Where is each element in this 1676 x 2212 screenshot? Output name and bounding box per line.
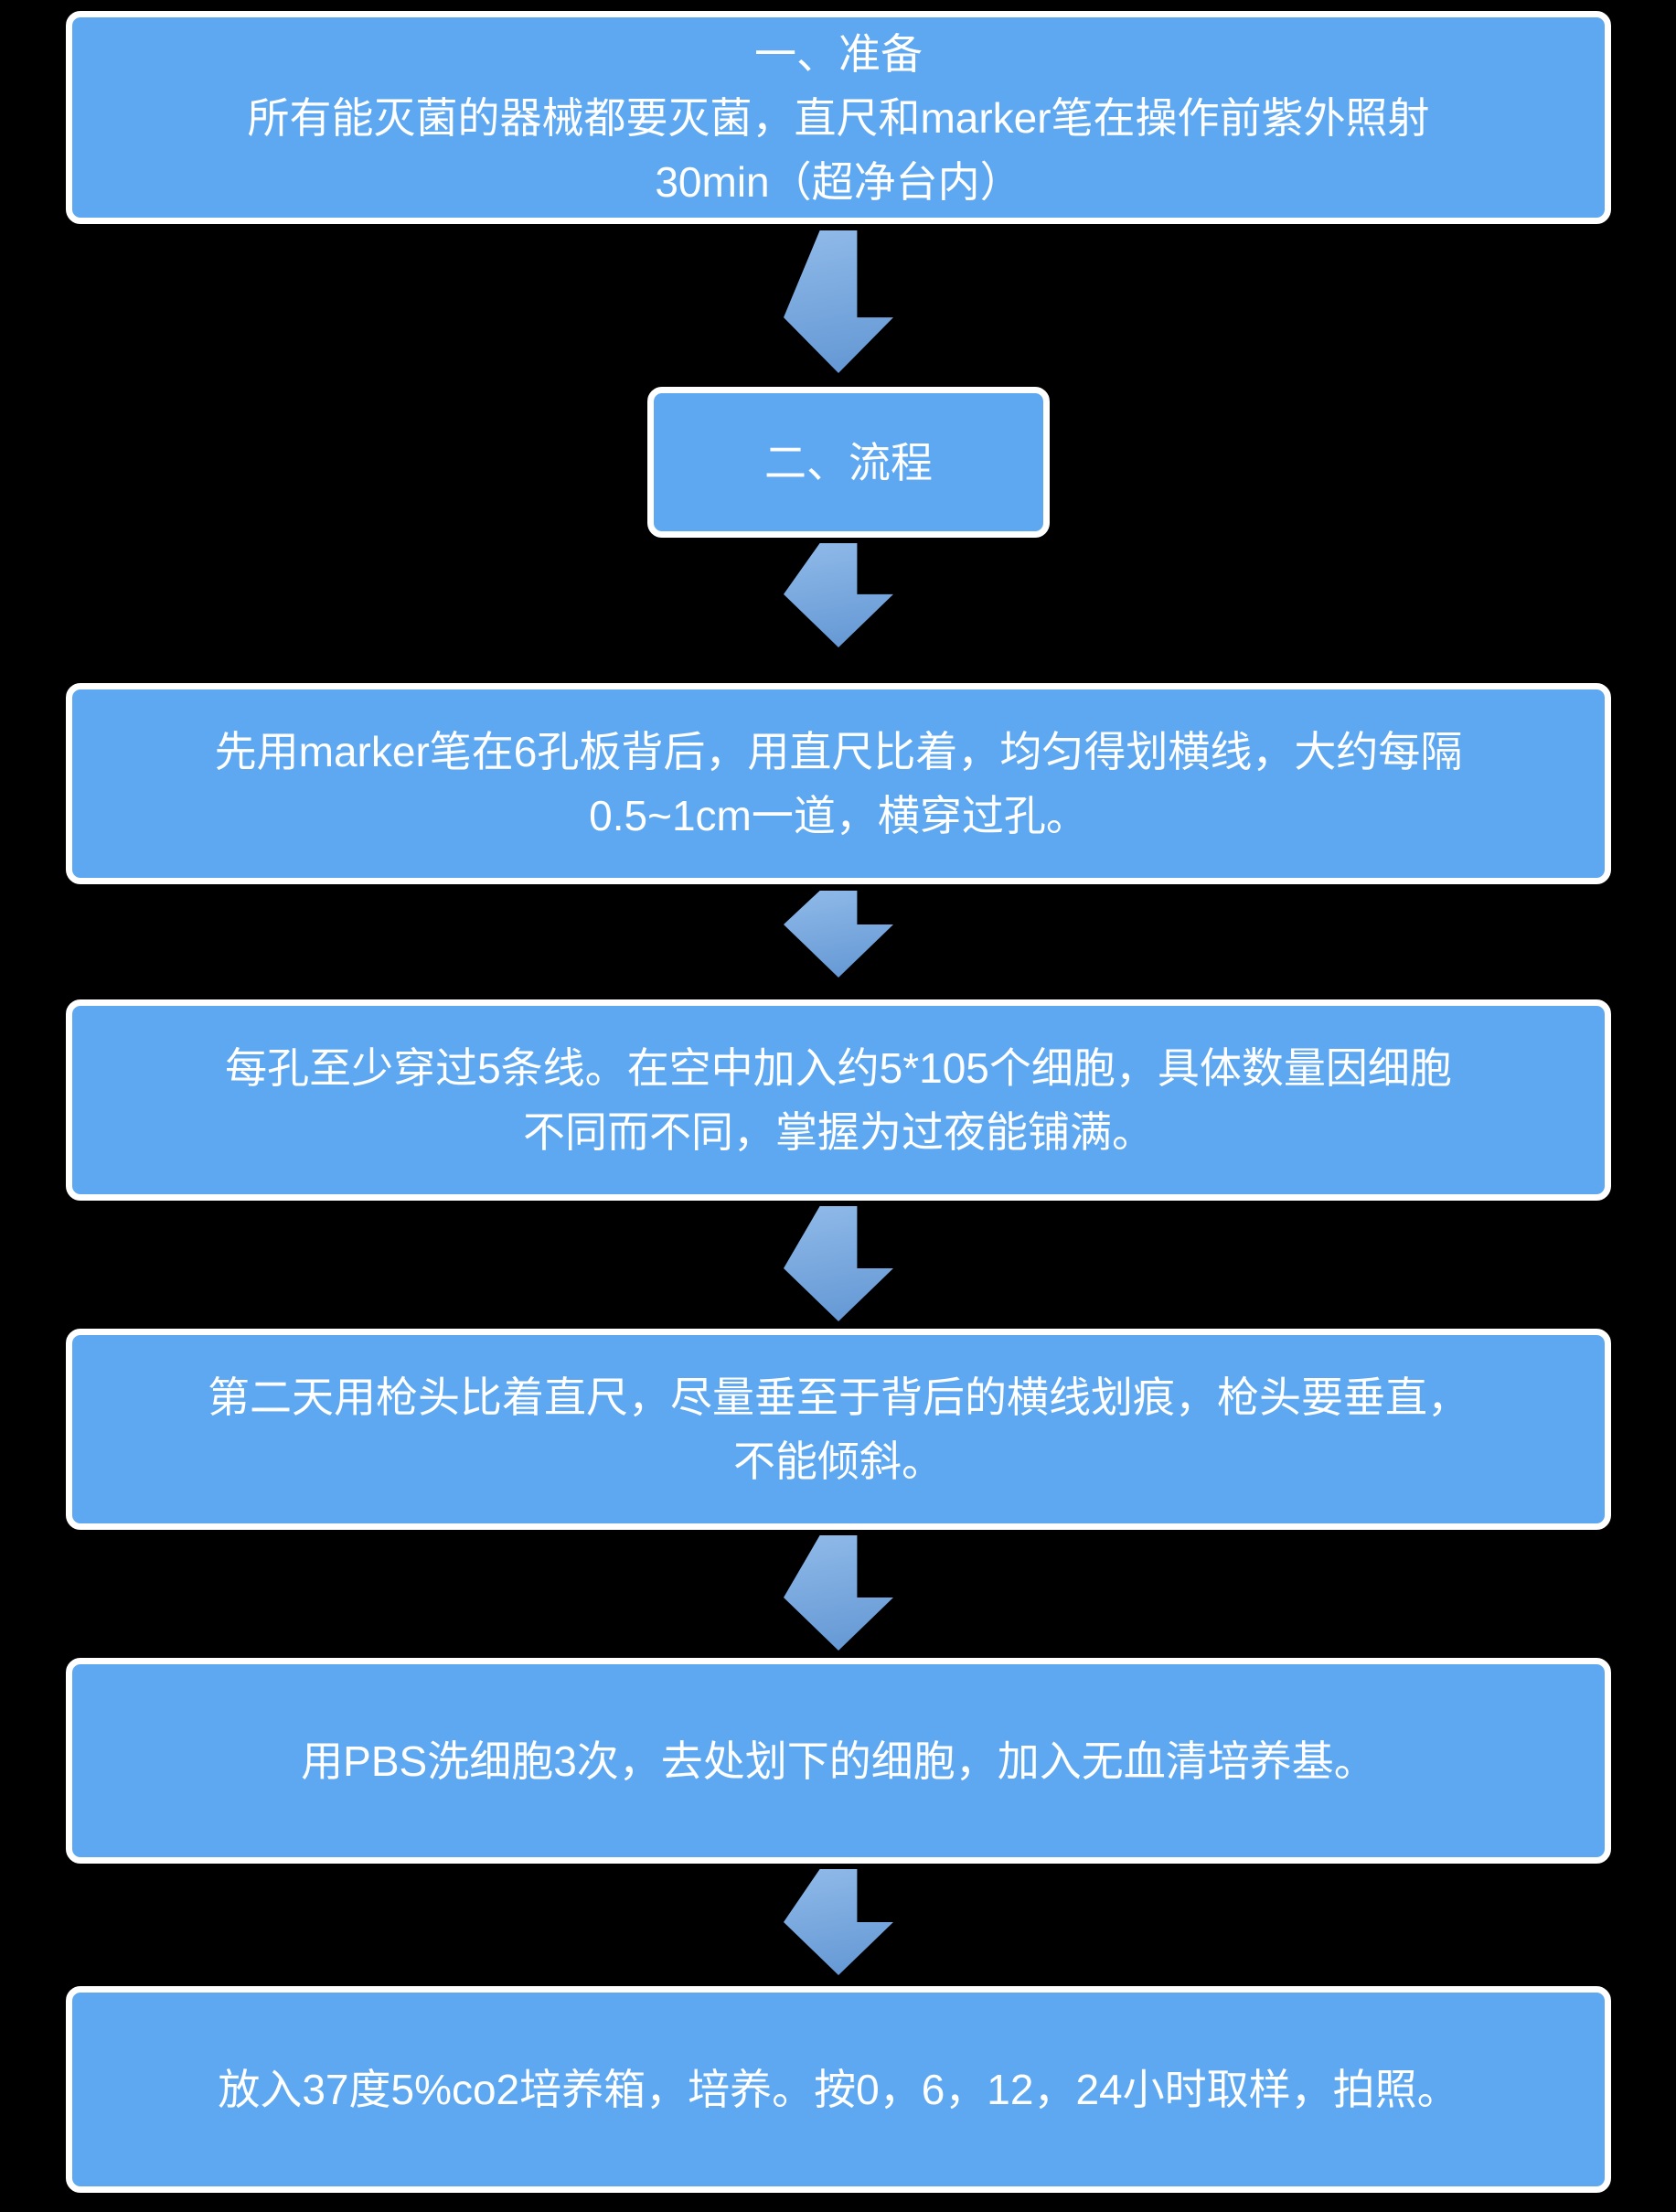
step-title: 二、流程 <box>764 438 933 486</box>
step-text-line: 30min（超净台内） <box>655 157 1022 206</box>
step-text-line: 0.5~1cm一道，横穿过孔。 <box>589 792 1088 839</box>
flow-step-draw-lines: 先用marker笔在6孔板背后，用直尺比着，均匀得划横线，大约每隔 0.5~1c… <box>66 683 1611 884</box>
step-text-line: 先用marker笔在6孔板背后，用直尺比着，均匀得划横线，大约每隔 <box>214 728 1463 775</box>
step-text-line: 不同而不同，掌握为过夜能铺满。 <box>523 1108 1154 1156</box>
flow-step-scratch: 第二天用枪头比着直尺，尽量垂至于背后的横线划痕，枪头要垂直， 不能倾斜。 <box>66 1329 1611 1530</box>
step-text-line: 不能倾斜。 <box>733 1437 944 1485</box>
step-title: 一、准备 <box>754 29 923 78</box>
down-arrow-icon <box>784 543 893 647</box>
down-arrow-icon <box>784 1206 893 1321</box>
down-arrow-icon <box>784 1535 893 1651</box>
down-arrow-icon <box>784 891 893 978</box>
step-text-line: 所有能灭菌的器械都要灭菌，直尺和marker笔在操作前紫外照射 <box>247 93 1430 142</box>
step-text-line: 用PBS洗细胞3次，去处划下的细胞，加入无血清培养基。 <box>301 1736 1376 1785</box>
flow-step-process-heading: 二、流程 <box>647 387 1050 538</box>
flow-step-preparation: 一、准备 所有能灭菌的器械都要灭菌，直尺和marker笔在操作前紫外照射 30m… <box>66 11 1611 224</box>
step-text-line: 放入37度5%co2培养箱，培养。按0，6，12，24小时取样，拍照。 <box>218 2066 1459 2113</box>
flow-step-wash-pbs: 用PBS洗细胞3次，去处划下的细胞，加入无血清培养基。 <box>66 1658 1611 1864</box>
flow-step-seed-cells: 每孔至少穿过5条线。在空中加入约5*105个细胞，具体数量因细胞 不同而不同，掌… <box>66 999 1611 1201</box>
step-text-line: 每孔至少穿过5条线。在空中加入约5*105个细胞，具体数量因细胞 <box>225 1044 1452 1092</box>
down-arrow-icon <box>784 230 893 373</box>
flow-step-incubate: 放入37度5%co2培养箱，培养。按0，6，12，24小时取样，拍照。 <box>66 1986 1611 2193</box>
step-text-line: 第二天用枪头比着直尺，尽量垂至于背后的横线划痕，枪头要垂直， <box>208 1373 1469 1421</box>
down-arrow-icon <box>784 1869 893 1975</box>
